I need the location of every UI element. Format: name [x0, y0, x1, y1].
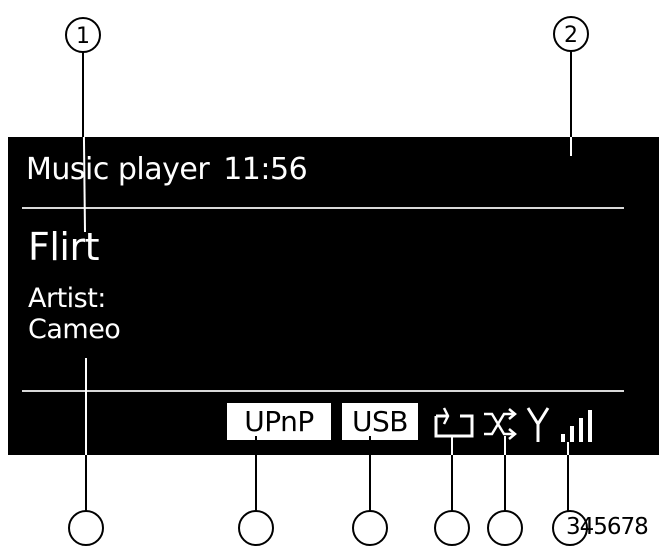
header-time: 11:56 [223, 152, 308, 187]
signal-strength-icon [561, 410, 592, 442]
callout-2: 2 [553, 16, 589, 156]
callout-2-label: 2 [564, 23, 578, 48]
antenna-icon [526, 407, 550, 442]
display-screen [8, 137, 659, 455]
bottom-callout-lines [85, 358, 569, 511]
artist-label: Artist: [28, 283, 106, 314]
shuffle-icon [484, 408, 517, 440]
callout-8-circle [552, 510, 588, 546]
usb-source-badge: USB [342, 403, 418, 440]
callout-6-circle [434, 510, 470, 546]
callout-3-circle [68, 510, 104, 546]
callout-4-circle [238, 510, 274, 546]
header-title: Music player [26, 152, 210, 187]
callout-5-circle [352, 510, 388, 546]
upnp-source-badge: UPnP [227, 403, 331, 440]
callout-1-label: 1 [76, 24, 90, 49]
footer-divider [22, 390, 624, 392]
callout-7-circle [487, 510, 523, 546]
track-title: Flirt [28, 225, 100, 269]
header-bar: Music player 11:56 [26, 152, 308, 187]
header-divider [22, 207, 624, 209]
bottom-callout-circles [68, 510, 588, 546]
callout-1: 1 [65, 17, 101, 233]
repeat-icon [434, 407, 474, 438]
artist-name: Cameo [28, 314, 121, 345]
bottom-callout-numbers: 345678 [566, 514, 649, 540]
